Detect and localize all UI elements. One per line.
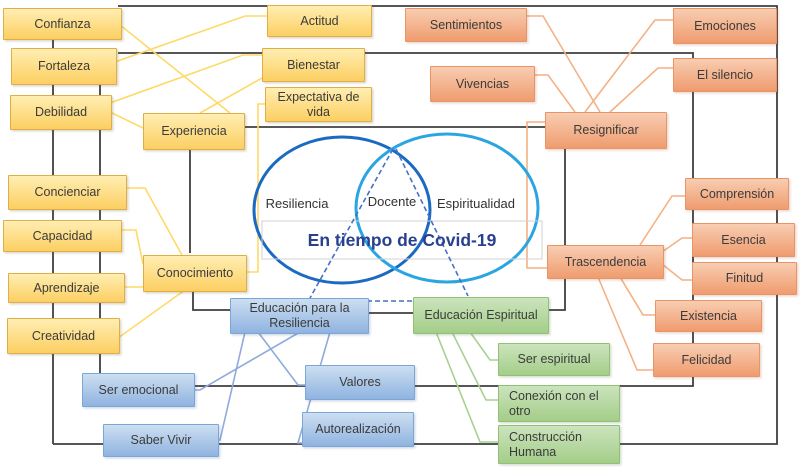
node-conexion-con-el-otro-label: Conexión con el otro — [509, 388, 599, 418]
venn-middle-label: Docente — [367, 194, 417, 209]
node-capacidad-label: Capacidad — [32, 228, 93, 243]
node-el-silencio-label: El silencio — [696, 67, 754, 82]
node-finitud-label: Finitud — [725, 271, 764, 285]
venn-left-label: Resiliencia — [265, 196, 329, 211]
node-sentimientos: Sentimientos — [405, 8, 527, 42]
node-actitud: Actitud — [267, 5, 372, 37]
node-finitud: Finitud — [692, 262, 797, 295]
node-saber-vivir-label: Saber Vivir — [130, 433, 192, 447]
venn-caption-frame — [261, 220, 543, 260]
node-sentimientos-label: Sentimientos — [429, 17, 503, 32]
node-educacion-espiritual-label: Educación Espiritual — [424, 308, 538, 322]
node-expectativa-de-vida-label: Expectativa de vida — [277, 89, 360, 119]
node-valores: Valores — [305, 365, 415, 400]
node-educacion-para-la-resiliencia-label: Educación para la Resiliencia — [249, 301, 350, 330]
node-debilidad-label: Debilidad — [34, 105, 88, 119]
node-valores-label: Valores — [339, 375, 381, 389]
node-saber-vivir: Saber Vivir — [103, 424, 219, 457]
venn-right-label: Espiritualidad — [436, 196, 516, 211]
node-experiencia: Experiencia — [143, 113, 245, 150]
node-experiencia-label: Experiencia — [161, 124, 227, 138]
node-resignificar: Resignificar — [545, 112, 667, 149]
node-concienciar-label: Concienciar — [34, 185, 101, 199]
node-debilidad: Debilidad — [10, 95, 112, 130]
node-existencia: Existencia — [655, 300, 762, 332]
yellow-connectors — [109, 15, 267, 339]
node-fortaleza-label: Fortaleza — [37, 59, 91, 73]
node-aprendizaje: Aprendizaje — [8, 273, 125, 303]
node-conocimiento: Conocimiento — [143, 255, 247, 292]
node-esencia-label: Esencia — [721, 232, 766, 247]
node-creatividad: Creatividad — [7, 318, 120, 354]
node-fortaleza: Fortaleza — [11, 48, 117, 85]
node-actitud-label: Actitud — [300, 13, 339, 28]
node-bienestar: Bienestar — [262, 48, 365, 82]
node-concienciar: Concienciar — [8, 175, 127, 210]
venn-left-circle — [252, 135, 432, 285]
node-ser-emocional: Ser emocional — [82, 373, 195, 407]
node-emociones: Emociones — [673, 8, 777, 44]
node-emociones-label: Emociones — [694, 18, 756, 33]
node-felicidad: Felicidad — [653, 343, 760, 377]
node-aprendizaje-label: Aprendizaje — [33, 280, 100, 295]
node-capacidad: Capacidad — [3, 220, 122, 252]
node-existencia-label: Existencia — [680, 308, 737, 323]
node-confianza-label: Confianza — [34, 16, 91, 31]
node-expectativa-de-vida: Expectativa de vida — [265, 87, 372, 122]
node-vivencias: Vivencias — [430, 66, 535, 102]
node-trascendencia: Trascendencia — [547, 245, 664, 279]
node-creatividad-label: Creatividad — [31, 328, 96, 343]
node-resignificar-label: Resignificar — [573, 123, 639, 137]
node-construccion-humana: Construcción Humana — [498, 425, 620, 464]
node-conexion-con-el-otro: Conexión con el otro — [498, 385, 620, 422]
node-bienestar-label: Bienestar — [287, 57, 340, 72]
node-el-silencio: El silencio — [673, 58, 777, 92]
node-conocimiento-label: Conocimiento — [156, 266, 234, 280]
node-autorealizacion-label: Autorealización — [315, 422, 401, 436]
node-confianza: Confianza — [3, 8, 122, 40]
dashed-connectors — [309, 148, 469, 302]
node-educacion-espiritual: Educación Espiritual — [413, 297, 549, 334]
node-vivencias-label: Vivencias — [455, 76, 510, 91]
node-esencia: Esencia — [692, 223, 795, 257]
node-ser-espiritual: Ser espiritual — [498, 343, 610, 376]
node-ser-emocional-label: Ser emocional — [98, 382, 179, 397]
green-connectors — [435, 331, 498, 443]
venn-caption: En tiempo de Covid-19 — [307, 229, 497, 250]
node-felicidad-label: Felicidad — [681, 352, 732, 367]
node-educacion-para-la-resiliencia: Educación para la Resiliencia — [230, 298, 369, 334]
node-autorealizacion: Autorealización — [302, 412, 414, 447]
venn-right-circle — [354, 132, 540, 284]
node-comprension: Comprensión — [685, 178, 789, 210]
orange-connectors — [525, 15, 692, 371]
node-ser-espiritual-label: Ser espiritual — [517, 352, 591, 366]
node-trascendencia-label: Trascendencia — [564, 254, 647, 269]
node-construccion-humana-label: Construcción Humana — [509, 429, 582, 459]
venn-circles — [252, 132, 543, 285]
node-comprension-label: Comprensión — [699, 186, 775, 201]
